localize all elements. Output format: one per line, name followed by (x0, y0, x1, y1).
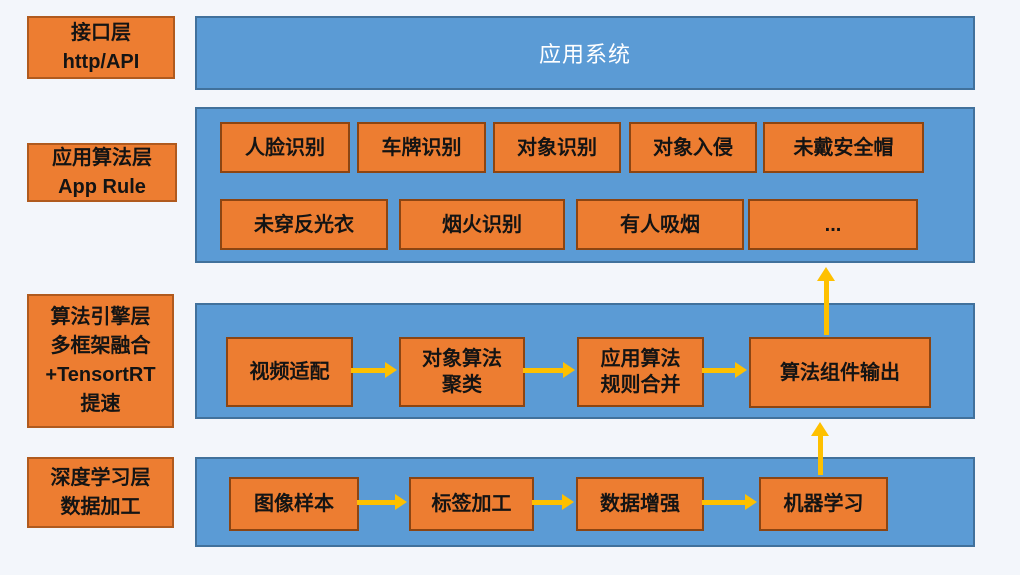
box-image-samples: 图像样本 (229, 477, 359, 531)
box-license-plate-recognition: 车牌识别 (357, 122, 486, 173)
arrow-up-icon (811, 422, 829, 475)
arrow-shaft (532, 499, 562, 505)
box-app-algorithm-rule-merge: 应用算法 规则合并 (577, 337, 704, 407)
arrow-head (745, 494, 757, 510)
box-object-recognition: 对象识别 (493, 122, 621, 173)
box-object-intrusion: 对象入侵 (629, 122, 757, 173)
box-label-processing: 标签加工 (409, 477, 534, 531)
arrow-shaft (817, 436, 823, 475)
box-object-algorithm-clustering: 对象算法 聚类 (399, 337, 525, 407)
arrow-head (395, 494, 407, 510)
application-system-title: 应用系统 (538, 42, 631, 67)
band-app-algorithms: 人脸识别 车牌识别 对象识别 对象入侵 未戴安全帽 未穿反光衣 烟火识别 有人吸… (195, 107, 975, 263)
arrow-right-icon (351, 362, 397, 378)
box-ellipsis: ... (748, 199, 918, 250)
box-face-recognition: 人脸识别 (220, 122, 350, 173)
arrow-shaft (523, 367, 563, 373)
arrow-up-icon (817, 267, 835, 335)
arrow-right-icon (532, 494, 574, 510)
arrow-head (562, 494, 574, 510)
arrow-right-icon (702, 362, 747, 378)
arrow-right-icon (523, 362, 575, 378)
arrow-head (385, 362, 397, 378)
arrow-head (735, 362, 747, 378)
arrow-head (811, 422, 829, 436)
arrow-right-icon (357, 494, 407, 510)
arrow-right-icon (702, 494, 757, 510)
arrow-shaft (702, 367, 735, 373)
arrow-shaft (823, 281, 829, 335)
band-application-system: 应用系统 (195, 16, 975, 90)
box-no-reflective-vest: 未穿反光衣 (220, 199, 388, 250)
arrow-head (563, 362, 575, 378)
box-person-smoking: 有人吸烟 (576, 199, 744, 250)
box-video-adaptation: 视频适配 (226, 337, 353, 407)
arrow-shaft (357, 499, 395, 505)
arrow-shaft (351, 367, 385, 373)
box-algorithm-component-output: 算法组件输出 (749, 337, 931, 408)
layer-label-interface: 接口层 http/API (27, 16, 175, 79)
box-smoke-fire-recognition: 烟火识别 (399, 199, 565, 250)
box-no-helmet: 未戴安全帽 (763, 122, 924, 173)
layer-label-app-rule: 应用算法层 App Rule (27, 143, 177, 202)
layer-label-deep-learning: 深度学习层 数据加工 (27, 457, 174, 528)
box-data-augmentation: 数据增强 (576, 477, 704, 531)
band-engine-pipeline: 视频适配 对象算法 聚类 应用算法 规则合并 算法组件输出 (195, 303, 975, 419)
arrow-shaft (702, 499, 745, 505)
band-deep-learning-pipeline: 图像样本 标签加工 数据增强 机器学习 (195, 457, 975, 547)
arrow-head (817, 267, 835, 281)
layer-label-engine: 算法引擎层 多框架融合 +TensortRT 提速 (27, 294, 174, 428)
box-machine-learning: 机器学习 (759, 477, 888, 531)
